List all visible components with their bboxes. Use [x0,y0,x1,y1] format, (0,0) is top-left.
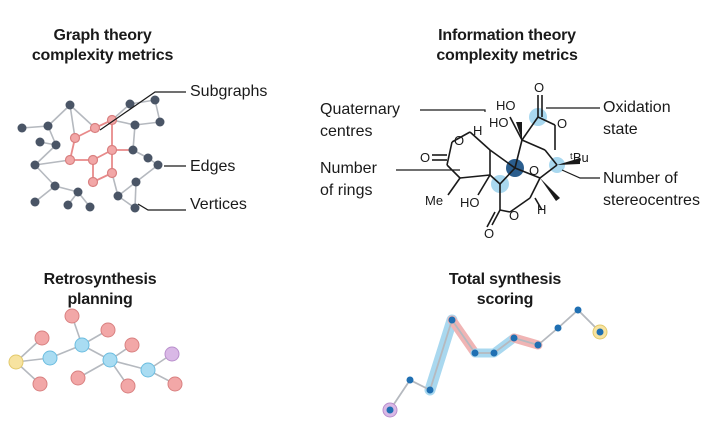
number-of-rings-label: Number of rings [320,158,377,202]
graph-leader-lines [99,91,186,211]
retrosynthesis-title: Retrosynthesis planning [20,270,180,310]
info-title-line2: complexity metrics [436,47,578,64]
total-title-line2: scoring [476,291,534,308]
atom-ho-2: HO [489,115,509,130]
total-synthesis-title: Total synthesis scoring [420,270,590,310]
graph-theory-title: Graph theory complexity metrics [20,26,185,66]
quaternary-line1: Quaternary [320,101,401,118]
edges-label: Edges [190,158,236,175]
subgraphs-label: Subgraphs [190,83,268,100]
stereocentres-label: Number of stereocentres [603,168,700,212]
atom-o-center: O [529,163,539,178]
atom-o-mid: O [557,116,567,131]
atom-o-ring: O [454,133,464,148]
atom-o-bottom: O [484,226,494,241]
start-point-core [386,406,394,414]
oxidation-line2: state [603,121,638,138]
atom-o-top: O [534,80,544,95]
atom-labels: HO HO HO O O O O O O H H Me ᵗBu [420,80,589,241]
atom-ho-1: HO [496,98,516,113]
score-points [406,306,582,394]
quaternary-line2: centres [320,123,373,140]
stereo-line2: stereocentres [603,192,700,209]
atom-me: Me [425,193,443,208]
information-theory-title: Information theory complexity metrics [412,26,602,66]
oxidation-state-label: Oxidation state [603,97,671,141]
atom-h-1: H [473,123,482,138]
score-highlights [424,314,543,396]
wedge-bonds [516,122,580,201]
info-title-line1: Information theory [438,27,576,44]
rings-line2: of rings [320,182,373,199]
total-title-line1: Total synthesis [448,271,562,288]
atom-h-2: H [537,202,546,217]
retro-title-line1: Retrosynthesis [43,271,157,288]
graph-title-line1: Graph theory [53,27,152,44]
atom-o-left: O [420,150,430,165]
vertices-label: Vertices [190,196,247,213]
graph-vertices [17,95,165,213]
retro-nodes [8,308,183,394]
atom-o-ring2: O [509,208,519,223]
score-line [389,308,601,411]
quaternary-centres-label: Quaternary centres [320,99,400,143]
bonds [432,95,558,228]
atom-ho-3: HO [460,195,480,210]
atom-tbu: ᵗBu [570,150,589,165]
graph-title-line2: complexity metrics [31,47,174,64]
end-point-core [596,328,604,336]
stereo-line1: Number of [603,170,678,187]
rings-line1: Number [320,160,377,177]
retro-title-line2: planning [67,291,133,308]
subgraph-vertices [64,114,118,188]
molecule-leader-lines [396,107,600,179]
oxidation-line1: Oxidation [603,99,671,116]
